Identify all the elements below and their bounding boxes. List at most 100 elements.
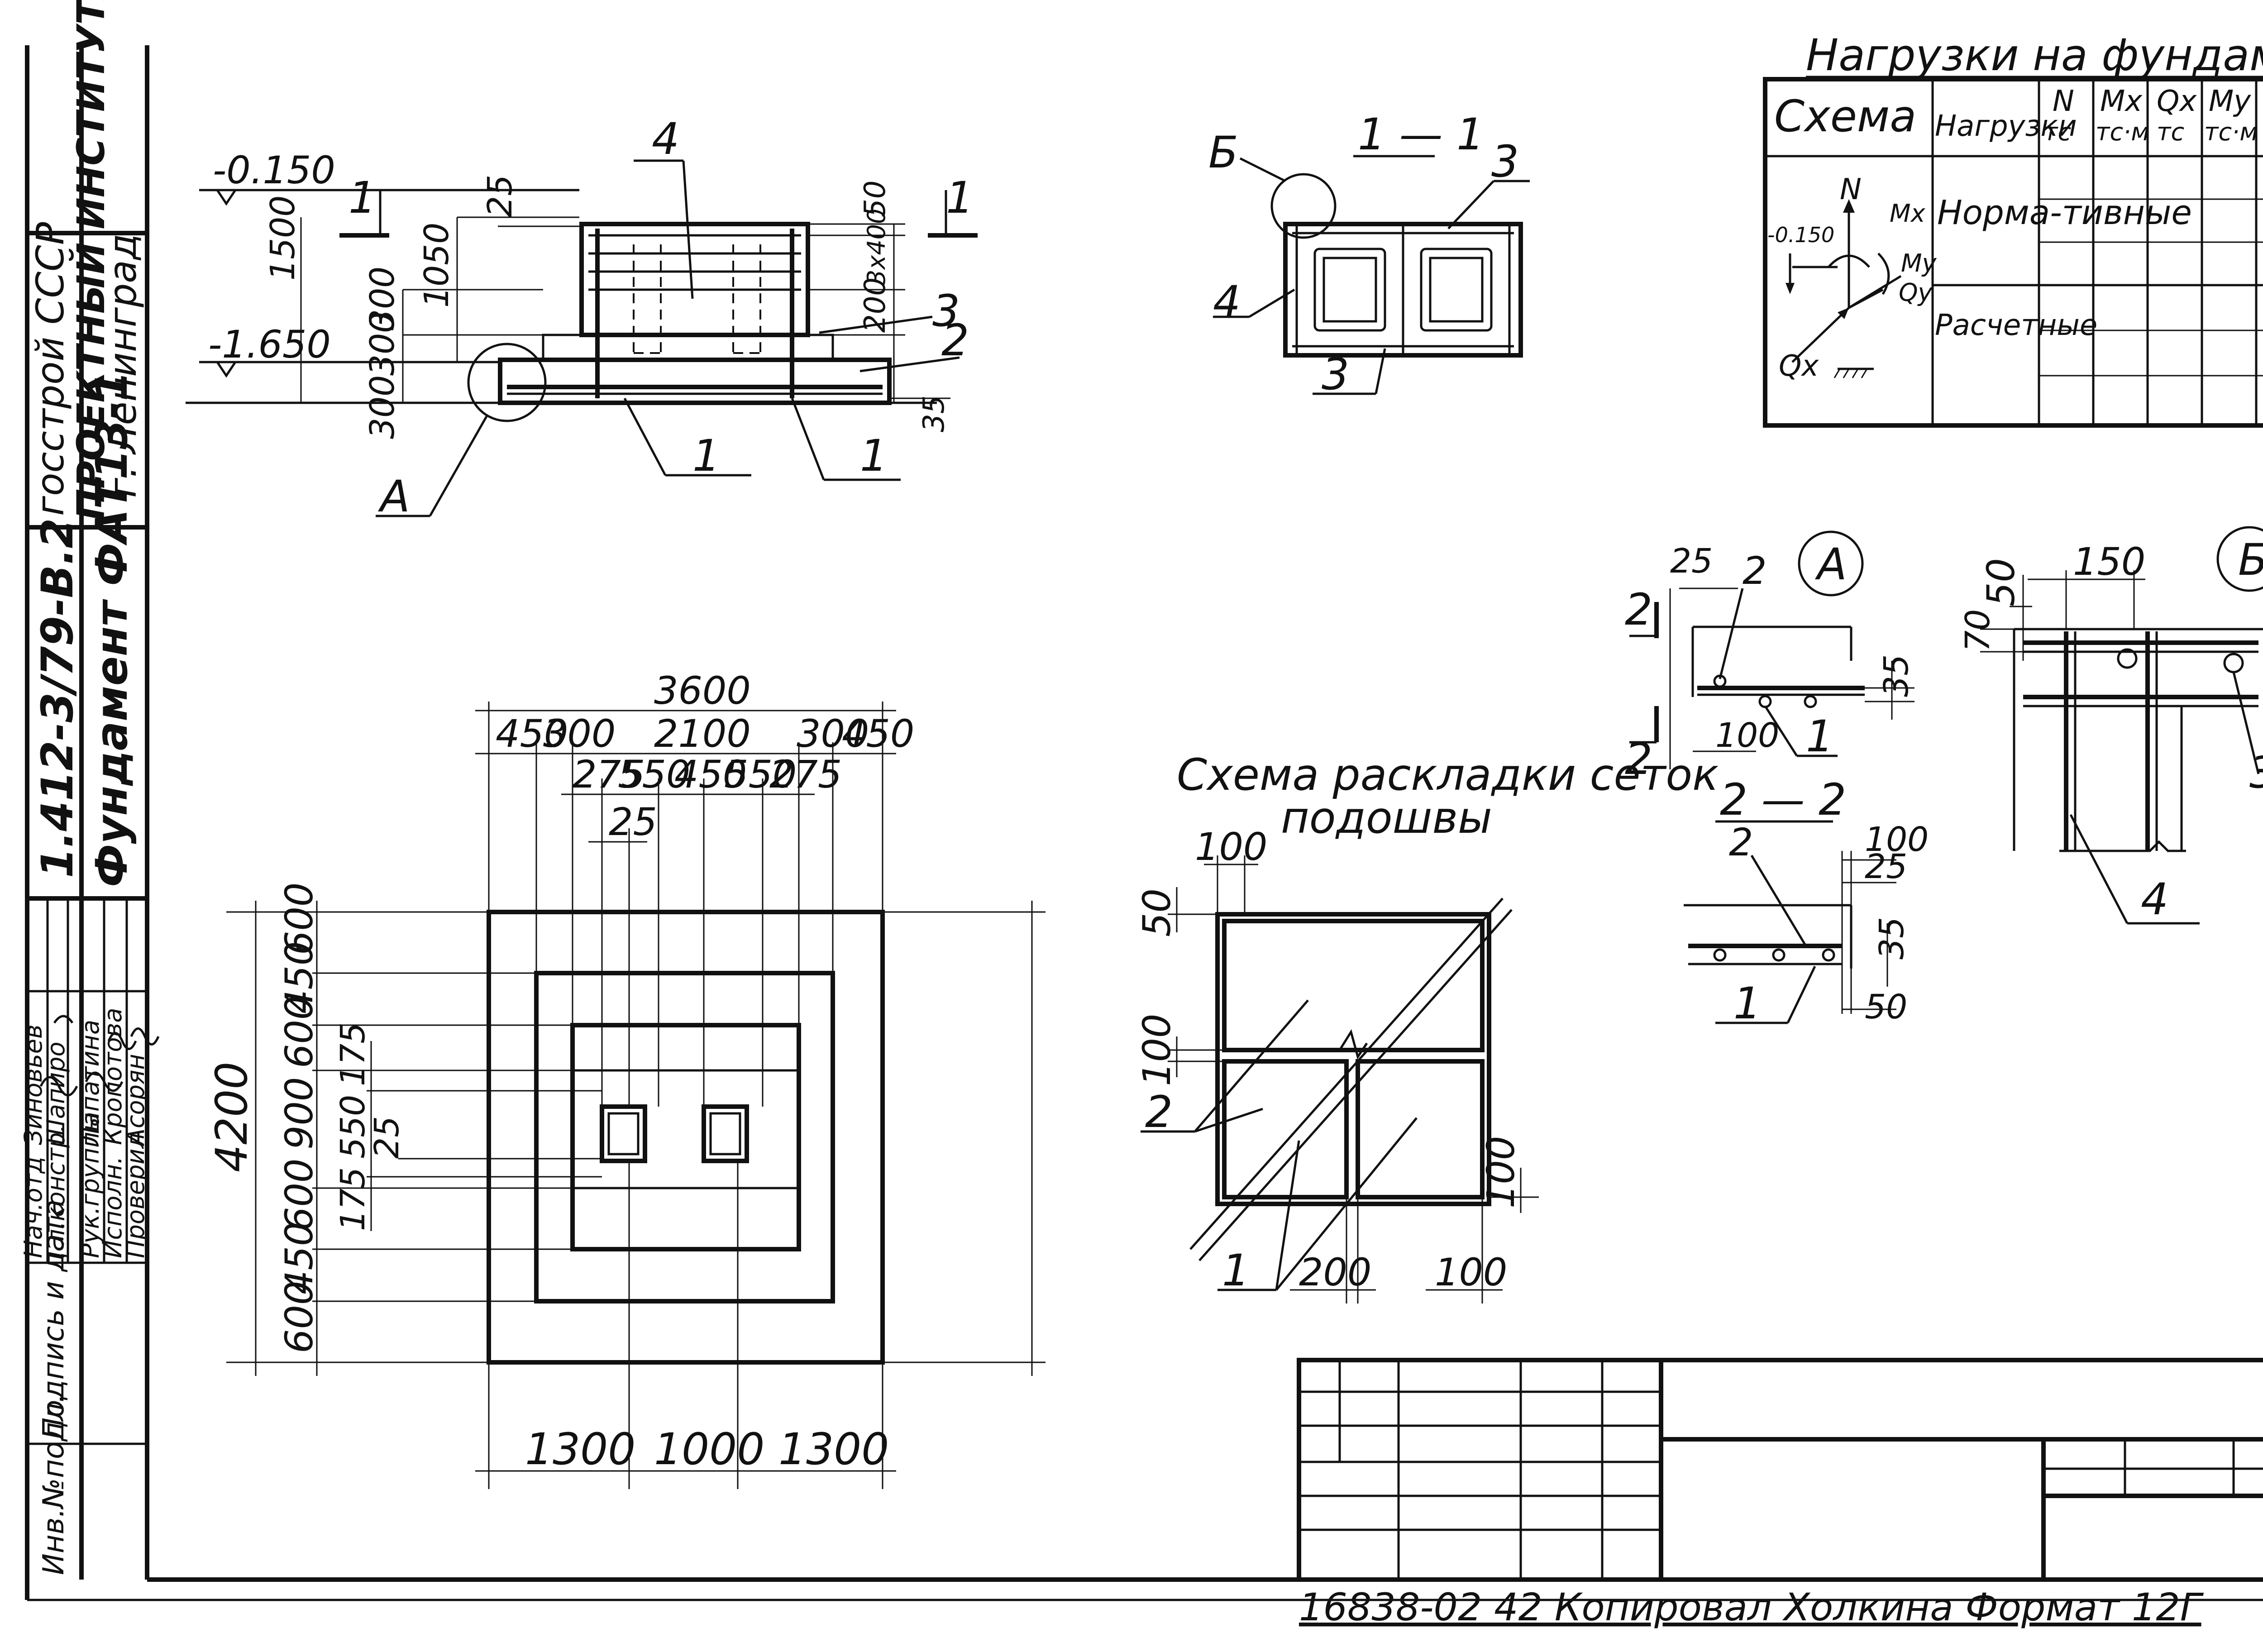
detail-b: Б 150 50 70 3 4 bbox=[1958, 526, 2263, 925]
callout-4-1-1: 4 bbox=[1213, 277, 1241, 327]
section-2-2-title: 2 — 2 bbox=[1720, 774, 1846, 825]
plan-dim-550-left: 550 bbox=[618, 752, 690, 797]
plan-dim-bottom-1300-b: 1300 bbox=[778, 1424, 889, 1475]
mesh-dim-100-bottom: 100 bbox=[1435, 1250, 1507, 1294]
detail-a-callout-1: 1 bbox=[1806, 711, 1833, 762]
plan-dim-275-right: 275 bbox=[769, 752, 842, 797]
plan-dim-left-900: 900 bbox=[277, 1077, 321, 1150]
detail-a-callout-2: 2 bbox=[1743, 549, 1766, 593]
section-2-2-callout-2: 2 bbox=[1729, 820, 1753, 864]
loads-col-qx-unit: тс bbox=[2157, 118, 2184, 146]
plan-dim-2100: 2100 bbox=[654, 711, 751, 756]
loads-col-my-unit: тс·м bbox=[2204, 118, 2258, 146]
stamp-col-inv: Инв.№подл. bbox=[37, 1394, 71, 1575]
stamp-name-1: Шапиро bbox=[42, 1041, 70, 1145]
section-1-1-title: 1 — 1 bbox=[1358, 109, 1484, 160]
section-2-2-dim-100: 100 bbox=[1865, 820, 1929, 859]
dim-left-300a: 300 bbox=[363, 267, 402, 330]
plan-dim-left-25: 25 bbox=[368, 1116, 406, 1159]
dim-right-50: 50 bbox=[859, 181, 892, 217]
callout-3-top-1-1: 3 bbox=[1491, 136, 1519, 187]
mesh-title-1: Схема раскладки сеток bbox=[1177, 750, 1719, 800]
title-block bbox=[1297, 1358, 2263, 1582]
loads-col-n-unit: тс bbox=[2043, 118, 2071, 146]
stamp-role-1: Гл.констр. bbox=[42, 1125, 70, 1258]
sheet-frame: 41 16838-02 42 Копировал Холкина Формат … bbox=[25, 45, 2263, 1629]
stamp-org-line2: ПРОЕКТНЫЙ ИНСТИТУТ№1 bbox=[69, 0, 113, 520]
plan-dim-3600: 3600 bbox=[654, 668, 751, 713]
dim-left-1500: 1500 bbox=[263, 196, 302, 281]
loads-col-scheme: Схема bbox=[1774, 91, 1916, 142]
detail-b-dim-50: 50 bbox=[1979, 558, 2023, 606]
loads-table-title: Нагрузки на фундамент bbox=[1806, 30, 2263, 81]
plan-dim-left-600-c: 600 bbox=[277, 1159, 321, 1231]
stamp-org-line1: госстрой СССР bbox=[28, 222, 72, 516]
detail-a-cut-bottom: 2 bbox=[1625, 734, 1652, 784]
cut-mark-left: 1 bbox=[349, 172, 376, 223]
section-2-2-dim-35: 35 bbox=[1872, 917, 1911, 960]
mesh-dim-50-left: 50 bbox=[1135, 888, 1179, 937]
dim-right-3x400: 3x400 bbox=[862, 209, 891, 285]
signature-scribbles bbox=[39, 1015, 160, 1097]
mesh-title-2: подошвы bbox=[1281, 793, 1492, 843]
mesh-callout-1: 1 bbox=[1222, 1245, 1250, 1296]
stamp-col-signature: Подпись и дата bbox=[37, 1199, 71, 1439]
cut-mark-right: 1 bbox=[946, 172, 974, 223]
mesh-dim-200: 200 bbox=[1299, 1250, 1371, 1294]
plan-dim-550-right: 550 bbox=[724, 752, 797, 797]
plan-dim-left-600-a: 600 bbox=[277, 883, 321, 955]
detail-b-callout-3: 3 bbox=[2249, 747, 2263, 798]
detail-a-dim-35: 35 bbox=[1877, 654, 1916, 697]
plan-dim-bottom-1000: 1000 bbox=[654, 1424, 764, 1475]
detail-b-dim-150: 150 bbox=[2073, 540, 2145, 584]
stamp-role-3: Исполн. bbox=[99, 1156, 127, 1258]
stamp-role-0: Нач.отд bbox=[19, 1156, 48, 1258]
section-2-2-dim-25: 25 bbox=[1865, 847, 1907, 886]
section-view: -0.150 -1.650 1500 1050 300 300 300 25 5… bbox=[186, 114, 978, 522]
plan-dim-left-600-d: 600 bbox=[277, 1281, 321, 1353]
stamp-role-4: Проверил bbox=[121, 1133, 150, 1258]
detail-a-dim-100: 100 bbox=[1715, 716, 1779, 755]
stamp-role-2: Рук.группы bbox=[76, 1112, 105, 1258]
section-1-1: 1 — 1 Б 3 4 3 bbox=[1208, 109, 1530, 400]
dim-left-300b: 300 bbox=[363, 312, 402, 376]
loads-col-mx-unit: тс·м bbox=[2096, 118, 2149, 146]
plan-dim-inner-175-a: 175 bbox=[334, 1022, 372, 1086]
scheme-label-n: N bbox=[1840, 173, 1862, 206]
stamp-name-2: Лапатина bbox=[76, 1020, 105, 1146]
section-2-2-callout-1: 1 bbox=[1733, 978, 1761, 1029]
scheme-label-my: My bbox=[1901, 249, 1937, 277]
loads-col-mx: Mx bbox=[2100, 85, 2143, 118]
plan-dim-300-left: 300 bbox=[543, 711, 616, 756]
callout-3-bottom-1-1: 3 bbox=[1322, 349, 1349, 400]
mesh-dim-100-right: 100 bbox=[1479, 1136, 1523, 1208]
scheme-label-mx: Mx bbox=[1890, 199, 1926, 228]
plan-view: 3600 450 300 2100 300 450 275 550 450 55… bbox=[206, 668, 1046, 1489]
plan-dim-bottom-1300-a: 1300 bbox=[525, 1424, 635, 1475]
plan-dim-450-right: 450 bbox=[842, 711, 914, 756]
side-stamp: госстрой СССР ПРОЕКТНЫЙ ИНСТИТУТ№1 г. Ле… bbox=[19, 0, 160, 1580]
detail-a-dim-25: 25 bbox=[1670, 542, 1713, 581]
plan-dim-inner-175-b: 175 bbox=[334, 1167, 372, 1231]
stamp-doc-title: Фундамент ФАТ13-1 bbox=[86, 371, 137, 887]
detail-b-label: Б bbox=[2238, 535, 2263, 585]
callout-3-section: 3 bbox=[932, 286, 960, 336]
plan-dim-left-450-b: 450 bbox=[277, 1222, 321, 1294]
dim-left-300c: 300 bbox=[363, 375, 402, 439]
loads-col-my: My bbox=[2209, 85, 2251, 118]
callout-1b: 1 bbox=[860, 430, 888, 481]
section-2-2: 2 — 2 100 25 35 50 2 1 bbox=[1684, 774, 1929, 1029]
loads-row-design: Расчетные bbox=[1935, 309, 2097, 342]
callout-4-top: 4 bbox=[652, 114, 679, 164]
plan-dim-left-600-b: 600 bbox=[277, 996, 321, 1068]
detail-a-cut-top: 2 bbox=[1625, 584, 1652, 635]
plan-dim-450-left: 450 bbox=[496, 711, 568, 756]
stamp-doc-code: 1.412-3/79-В.2 bbox=[32, 518, 83, 878]
mesh-dim-100-top: 100 bbox=[1195, 825, 1267, 869]
plan-dim-275-left: 275 bbox=[573, 752, 645, 797]
detail-b-callout-4: 4 bbox=[2141, 874, 2168, 925]
dim-top-25: 25 bbox=[481, 175, 520, 217]
callout-2-section: 2 bbox=[941, 315, 969, 366]
loads-col-loads: Нагрузки bbox=[1935, 110, 2077, 143]
